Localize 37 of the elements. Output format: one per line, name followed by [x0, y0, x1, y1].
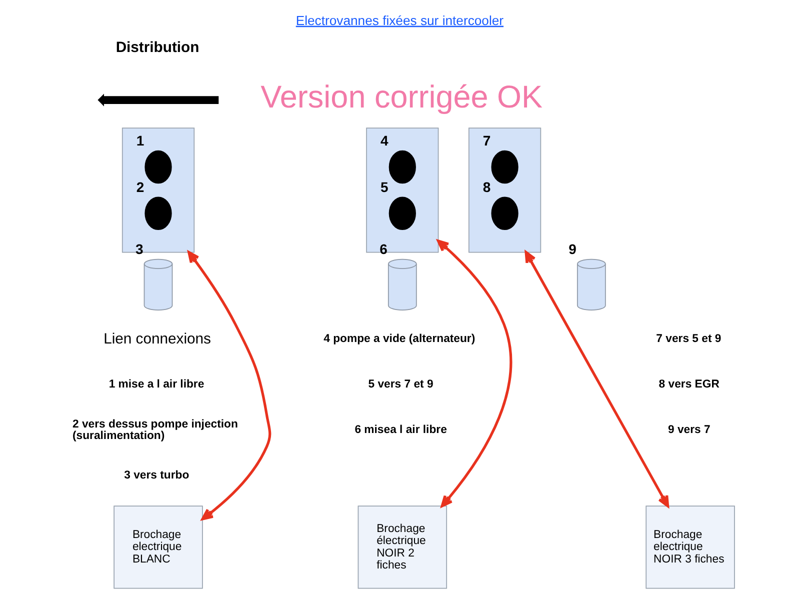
arrow — [524, 251, 670, 508]
label: 3 vers turbo — [124, 469, 190, 482]
node-circle — [491, 196, 518, 230]
node-label: 3 — [136, 240, 144, 257]
label: 6 misea l air libre — [354, 424, 447, 436]
node-label: 8 — [482, 178, 491, 195]
label: 8 vers EGR — [658, 378, 720, 390]
cluster — [468, 128, 542, 253]
node-label: 1 — [136, 132, 144, 148]
label: 4 pompe a vide (alternateur) — [324, 332, 476, 345]
label: 2 vers dessus pompe injection (suralimentation) — [72, 418, 238, 442]
node-label: 9 — [568, 240, 576, 257]
node-circle — [491, 150, 518, 184]
label: 1 mise a l air libre — [108, 378, 204, 390]
cluster — [122, 128, 195, 253]
arrow — [188, 251, 272, 520]
node-circle — [388, 150, 416, 184]
node-box: Brochage electrique NOIR 3 fiches — [646, 506, 735, 589]
node-box: Brochage electrique BLANC — [114, 506, 203, 589]
node-circle — [144, 196, 172, 230]
label: Lien connexions — [104, 331, 211, 348]
label: Distribution — [116, 40, 200, 56]
label: 5 vers 7 et 9 — [368, 378, 434, 390]
cluster — [366, 128, 439, 253]
node-circle — [388, 196, 416, 230]
arrow — [436, 240, 512, 508]
node-box: Brochage électrique NOIR 2 fiches — [358, 506, 448, 589]
label: Version corrigée OK — [260, 78, 543, 115]
label: 7 vers 5 et 9 — [656, 332, 722, 345]
node-circle — [144, 150, 172, 184]
node-label: 5 — [380, 178, 388, 195]
node-label: 4 — [380, 132, 388, 148]
diagram-title: Electrovannes fixées sur intercooler — [296, 12, 504, 28]
label: 9 vers 7 — [668, 424, 710, 436]
node-label: 6 — [380, 240, 388, 257]
node-label: 2 — [136, 178, 144, 195]
node-label: 7 — [482, 132, 491, 148]
